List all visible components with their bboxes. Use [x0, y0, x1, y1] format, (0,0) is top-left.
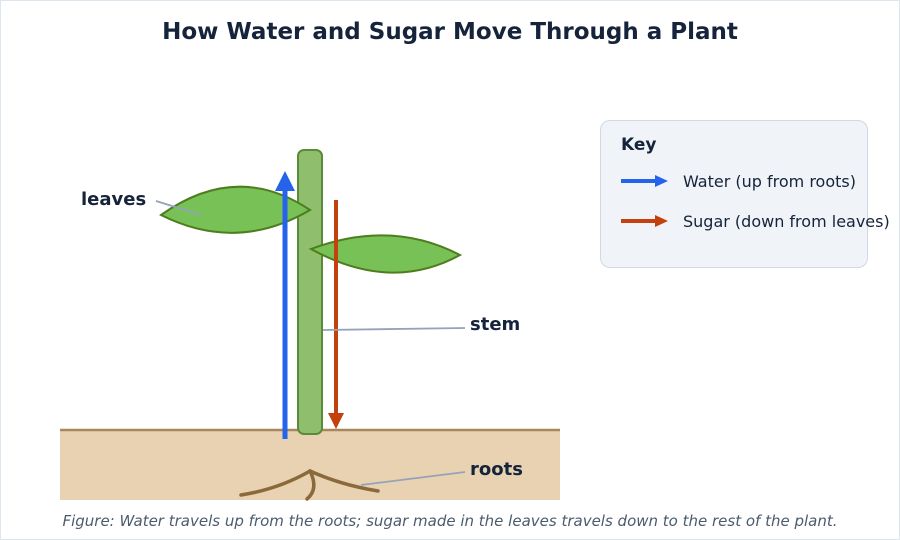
- leaves-leader-line: [155, 200, 202, 216]
- soil: [60, 430, 560, 500]
- figure-caption: Figure: Water travels up from the roots;…: [62, 512, 838, 530]
- diagram-title: How Water and Sugar Move Through a Plant: [162, 19, 738, 45]
- right-leaf: [308, 234, 463, 274]
- key-item-water-label: Water (up from roots): [683, 171, 856, 191]
- key-title: Key: [621, 135, 657, 155]
- key-item-water: Water (up from roots): [621, 170, 856, 192]
- key-item-sugar: Sugar (down from leaves): [621, 210, 890, 232]
- leaves-label: leaves: [81, 189, 146, 210]
- stem-label: stem: [470, 314, 520, 335]
- sugar-key-arrow-icon: [621, 215, 668, 227]
- roots-label: roots: [470, 459, 523, 480]
- water-key-arrow-icon: [621, 175, 668, 187]
- roots: [239, 469, 380, 501]
- roots-leader-line: [360, 471, 466, 486]
- left-leaf: [159, 185, 312, 234]
- key-item-sugar-label: Sugar (down from leaves): [683, 211, 890, 231]
- stem: [297, 149, 323, 435]
- key-legend: Key Water (up from roots) Sugar (down fr…: [600, 120, 890, 268]
- stem-leader-line: [322, 327, 466, 331]
